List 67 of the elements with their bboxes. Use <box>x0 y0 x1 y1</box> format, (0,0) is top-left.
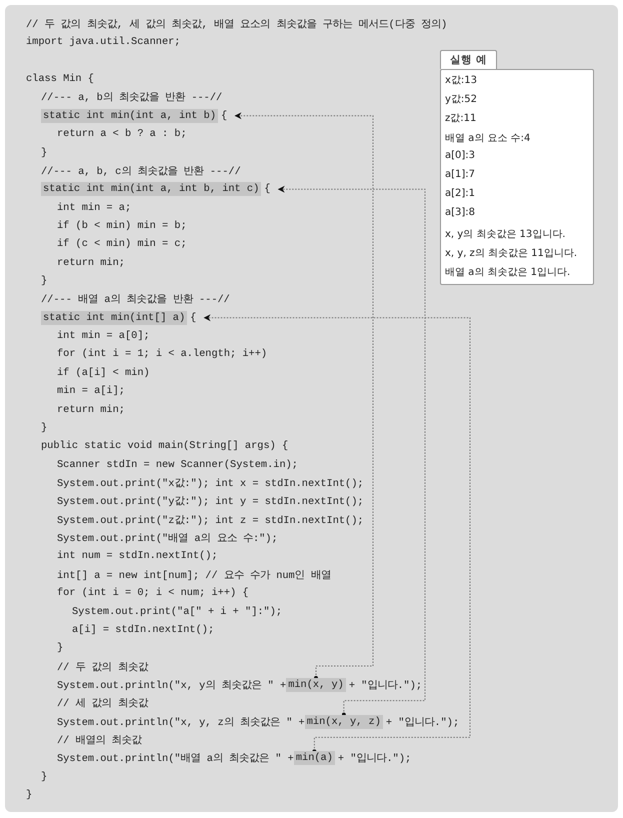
code-line: System.out.print("배열 a의 요소 수:"); <box>57 532 278 546</box>
code-line: for (int i = 1; i < a.length; i++) <box>57 348 268 360</box>
method-call-highlight: min(a) <box>294 751 335 766</box>
code-line: import java.util.Scanner; <box>26 36 180 48</box>
code-line: min = a[i]; <box>57 385 125 398</box>
output-line: a[2]:1 <box>445 188 476 200</box>
output-line: 배열 a의 요소 수:4 <box>445 132 530 145</box>
code-line: int min = a; <box>57 202 132 214</box>
code-line: public static void main(String[] args) { <box>41 440 288 452</box>
method-call-highlight: min(x, y) <box>286 678 346 692</box>
code-line: } <box>41 146 48 159</box>
code-line: if (c < min) min = c; <box>57 238 187 250</box>
code-line: return min; <box>57 404 125 416</box>
code-line: System.out.print("y값:"); int y = stdIn.nextInt(); <box>57 495 364 508</box>
code-comment: //--- a, b, c의 최솟값을 반환 ---// <box>41 164 241 178</box>
code-line: System.out.print("x값:"); int x = stdIn.nextInt(); <box>57 477 364 490</box>
code-line: int min = a[0]; <box>57 330 150 342</box>
code-line: if (a[i] < min) <box>57 366 150 379</box>
code-line: } <box>41 422 48 434</box>
method-signature-highlight: static int min(int[] a) <box>41 310 188 325</box>
output-tab: 실행 예 <box>440 50 497 69</box>
code-line: + "입니다."); <box>338 752 412 766</box>
code-line: } <box>41 770 48 783</box>
code-line: for (int i = 0; i < num; i++) { <box>57 587 249 600</box>
method-signature-highlight: static int min(int a, int b) <box>41 108 218 123</box>
code-line: System.out.print("z값:"); int z = stdIn.nextInt(); <box>57 514 364 527</box>
code-comment: // 두 값의 최솟값 <box>57 660 148 674</box>
code-line: { <box>264 183 270 196</box>
code-line: return a < b ? a : b; <box>57 128 187 140</box>
code-line: System.out.print("a[" + i + "]:"); <box>72 606 282 618</box>
output-line: a[3]:8 <box>445 207 476 218</box>
code-line: int num = stdIn.nextInt(); <box>57 550 218 562</box>
output-line: x, y의 최솟값은 13입니다. <box>445 228 566 241</box>
code-line: return min; <box>57 256 125 269</box>
method-call-highlight: min(x, y, z) <box>304 714 383 729</box>
output-line: y값:52 <box>445 93 478 106</box>
output-line: a[0]:3 <box>445 150 476 161</box>
code-line: System.out.println("x, y, z의 최솟값은 " + <box>57 716 305 729</box>
call-arrow <box>278 186 426 717</box>
code-line: int[] a = new int[num]; // 요수 수가 num인 배열 <box>57 568 331 582</box>
call-arrow <box>204 314 470 754</box>
code-line: } <box>57 642 64 654</box>
code-line: System.out.println("x, y의 최솟값은 " + <box>57 678 286 692</box>
code-comment: // 두 값의 최솟값, 세 값의 최솟값, 배열 요소의 최솟값을 구하는 메서드(다중 정의) <box>26 18 448 31</box>
code-line: { <box>190 312 196 324</box>
output-box <box>440 69 594 285</box>
code-line: class Min { <box>26 73 94 86</box>
output-line: a[1]:7 <box>445 169 476 180</box>
method-signature-highlight: static int min(int a, int b, int c) <box>41 182 262 196</box>
code-line: a[i] = stdIn.nextInt(); <box>72 624 214 636</box>
code-line: { <box>221 110 228 122</box>
code-comment: // 세 값의 최솟값 <box>57 697 148 710</box>
code-comment: // 배열의 최솟값 <box>57 734 142 748</box>
code-line: if (b < min) min = b; <box>57 220 187 232</box>
call-arrow <box>234 112 374 680</box>
output-line: z값:11 <box>445 112 476 126</box>
code-line: } <box>41 275 48 288</box>
code-comment: //--- a, b의 최솟값을 반환 ---// <box>41 91 222 104</box>
code-line: System.out.println("배열 a의 최솟값은 " + <box>57 752 294 766</box>
code-comment: //--- 배열 a의 최솟값을 반환 ---// <box>41 293 230 306</box>
code-line: + "입니다."); <box>386 716 460 729</box>
code-line: } <box>26 789 32 802</box>
output-line: x값:13 <box>445 74 478 87</box>
code-line: Scanner stdIn = new Scanner(System.in); <box>57 458 298 471</box>
output-line: 배열 a의 최솟값은 1입니다. <box>445 266 570 279</box>
output-line: x, y, z의 최솟값은 11입니다. <box>445 246 578 260</box>
code-line: + "입니다."); <box>348 678 422 692</box>
